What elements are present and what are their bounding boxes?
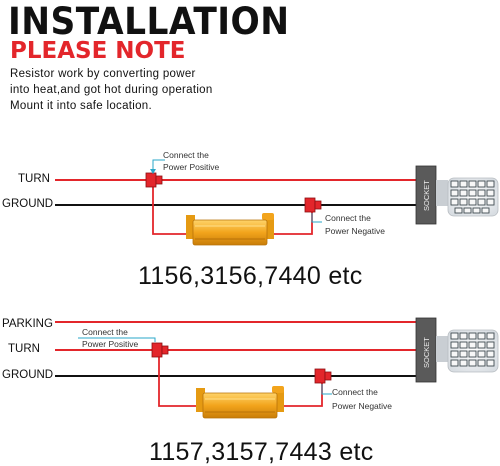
callout-negative-line-2: Power Negative (325, 226, 385, 236)
socket-label: SOCKET (422, 180, 431, 211)
load-resistor (196, 386, 284, 419)
diagram-2: PARKING TURN GROUND Connect the Power Po… (2, 317, 499, 466)
bulb-socket: SOCKET (415, 317, 437, 383)
callout-negative-line-2: Power Negative (332, 401, 392, 411)
callout-positive-line-2: Power Positive (82, 339, 138, 349)
diagram-1: TURN GROUND Connect the (2, 150, 499, 290)
please-note-heading: PLEASE NOTE (10, 38, 186, 64)
ground-wire-label: GROUND (2, 369, 53, 381)
tap-connector-positive (151, 342, 169, 358)
socket-label: SOCKET (422, 337, 431, 368)
resistor-lead-positive (158, 353, 200, 407)
led-bulb (436, 329, 499, 373)
turn-wire-label: TURN (18, 173, 50, 185)
tap-connector-negative (304, 197, 322, 213)
page-title: INSTALLATION (8, 0, 290, 43)
note-line-2: into heat,and got hot during operation (10, 84, 213, 96)
callout-arrow-positive (78, 337, 156, 342)
diagram-2-caption: 1157,3157,7443 etc (149, 438, 374, 466)
diagram-1-caption: 1156,3156,7440 etc (138, 262, 363, 290)
led-bulb (436, 177, 499, 217)
callout-positive-line-2: Power Positive (163, 162, 219, 172)
ground-wire-label: GROUND (2, 198, 53, 210)
callout-positive-line-1: Connect the (82, 327, 128, 337)
turn-wire-label: TURN (8, 343, 40, 355)
load-resistor (186, 213, 274, 246)
callout-arrow-positive (152, 159, 165, 172)
callout-arrow-negative (321, 384, 332, 395)
callout-arrow-negative (311, 213, 322, 223)
parking-wire-label: PARKING (2, 318, 53, 330)
note-line-3: Mount it into safe location. (10, 100, 153, 112)
bulb-socket: SOCKET (415, 165, 437, 225)
callout-negative-line-1: Connect the (325, 213, 371, 223)
note-line-1: Resistor work by converting power (10, 68, 196, 80)
callout-negative-line-1: Connect the (332, 387, 378, 397)
tap-connector-positive (145, 172, 163, 188)
tap-connector-negative (314, 368, 332, 384)
callout-positive-line-1: Connect the (163, 150, 209, 160)
resistor-lead-positive (152, 183, 190, 235)
